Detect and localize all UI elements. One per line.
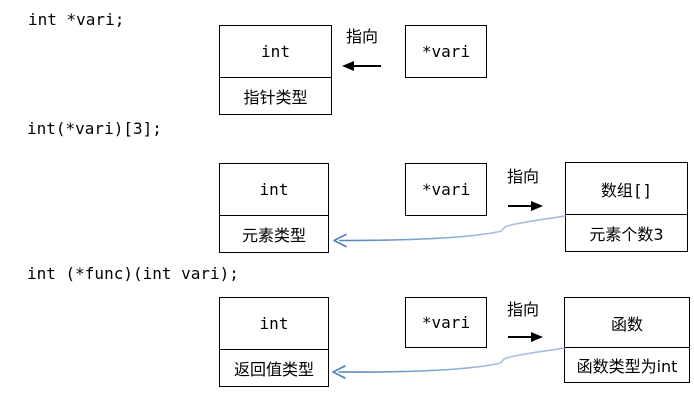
function-back-reference-arrow-icon [332, 347, 565, 379]
target-box-array: 数组[] 元素个数3 [565, 162, 688, 252]
points-right-arrow-icon-3 [508, 332, 543, 342]
type-box-array: int 元素类型 [219, 163, 329, 253]
points-right-arrow-icon-2 [508, 201, 543, 211]
target-name-cell: 数组[] [600, 180, 653, 200]
type-desc-cell: 返回值类型 [220, 349, 328, 386]
type-name-cell: int [259, 180, 289, 199]
array-back-reference-arrow-icon [333, 215, 566, 248]
pointer-var-box-3: *vari [405, 297, 487, 348]
type-desc-cell: 指针类型 [220, 77, 331, 114]
target-name-cell: 函数 [610, 314, 643, 334]
type-name-cell: int [259, 314, 289, 333]
target-desc-cell: 函数类型为int [565, 347, 689, 382]
pointer-var-box-1: *vari [405, 25, 487, 78]
target-desc-cell: 元素个数3 [566, 214, 687, 251]
type-desc-cell: 元素类型 [220, 215, 328, 252]
points-to-label-2: 指向 [506, 167, 539, 186]
points-to-label-3: 指向 [506, 300, 539, 319]
type-name-cell: int [261, 42, 290, 61]
target-box-function: 函数 函数类型为int [564, 297, 690, 383]
type-box-pointer: int 指针类型 [219, 25, 332, 115]
type-box-function: int 返回值类型 [219, 297, 329, 387]
code-line-pointer: int *vari; [28, 10, 125, 29]
code-line-function-pointer: int (*func)(int vari); [27, 264, 239, 283]
code-line-array-pointer: int(*vari)[3]; [27, 119, 162, 138]
pointer-var-box-2: *vari [405, 163, 487, 216]
points-to-label-1: 指向 [345, 27, 378, 46]
points-left-arrow-icon [342, 61, 381, 71]
